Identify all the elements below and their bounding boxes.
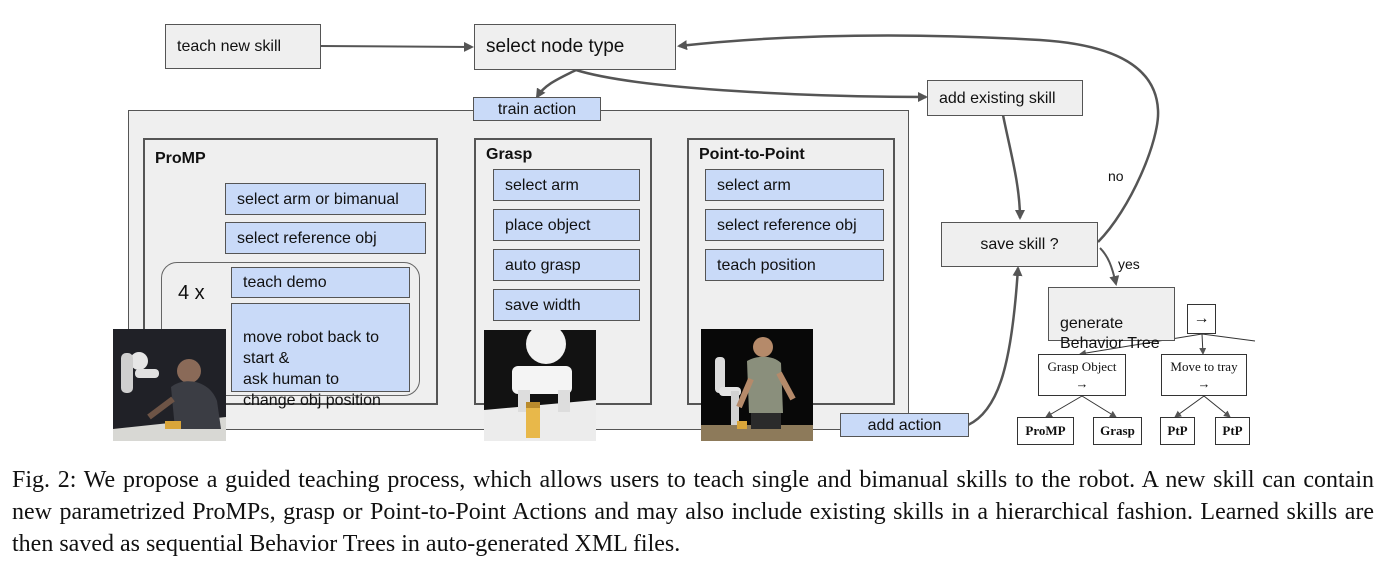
select-node-type-node: select node type — [474, 24, 676, 70]
grasp-step-place-object: place object — [493, 209, 640, 241]
sequence-arrow-icon: → — [1197, 376, 1211, 391]
photo-promp-demo — [113, 329, 226, 441]
no-label: no — [1108, 168, 1124, 184]
teach-new-skill-node: teach new skill — [165, 24, 321, 69]
arrow-teach-to-select — [319, 41, 474, 52]
arrow-select-to-train — [535, 68, 577, 99]
add-existing-skill-label: add existing skill — [939, 89, 1056, 107]
promp-title: ProMP — [155, 150, 206, 167]
promp-step-select-arm: select arm or bimanual — [225, 183, 426, 215]
promp-loop-teach-demo: teach demo — [231, 267, 410, 298]
arrow-select-to-existing — [575, 68, 928, 102]
ptp-title: Point-to-Point — [699, 146, 805, 163]
arrow-save-no-loop — [677, 34, 1160, 243]
sequence-arrow-icon: → — [1193, 310, 1210, 327]
select-node-type-label: select node type — [486, 36, 625, 57]
grasp-step-auto-grasp: auto grasp — [493, 249, 640, 281]
promp-step-select-reference: select reference obj — [225, 222, 426, 254]
yes-label: yes — [1118, 256, 1140, 272]
add-action-node: add action — [840, 413, 969, 437]
add-action-label: add action — [867, 416, 942, 434]
grasp-step-select-arm: select arm — [493, 169, 640, 201]
sequence-arrow-icon: → — [1075, 376, 1089, 391]
arrow-addaction-to-save — [967, 266, 1023, 427]
generate-behavior-tree-node: generate Behavior Tree — [1048, 287, 1175, 352]
photo-ptp-demo — [701, 329, 813, 441]
tree-root-sequence: → — [1187, 304, 1216, 334]
tree-node-grasp-object: Grasp Object → — [1038, 354, 1126, 396]
figure-caption: Fig. 2: We propose a guided teaching pro… — [12, 467, 1374, 557]
save-skill-node: save skill ? — [941, 222, 1098, 267]
tree-leaf-promp: ProMP — [1017, 417, 1074, 445]
ptp-step-teach-position: teach position — [705, 249, 884, 281]
arrow-existing-to-save — [1001, 114, 1025, 220]
generate-behavior-tree-label: generate Behavior Tree — [1060, 315, 1160, 352]
train-action-node: train action — [473, 97, 601, 121]
promp-repeat-label: 4 x — [178, 282, 205, 304]
train-action-label: train action — [497, 100, 577, 118]
save-skill-label: save skill ? — [980, 236, 1059, 253]
tree-leaf-ptp-2: PtP — [1215, 417, 1250, 445]
grasp-title: Grasp — [486, 146, 533, 163]
add-existing-skill-node: add existing skill — [927, 80, 1083, 116]
promp-loop-move-robot-back: move robot back to start & ask human to … — [231, 303, 410, 409]
arrow-save-yes — [1099, 247, 1120, 286]
tree-node-move-to-tray: Move to tray → — [1161, 354, 1247, 396]
tree-leaf-ptp-1: PtP — [1160, 417, 1195, 445]
tree-edges — [1045, 333, 1256, 418]
ptp-step-select-reference: select reference obj — [705, 209, 884, 241]
ptp-step-select-arm: select arm — [705, 169, 884, 201]
teach-new-skill-label: teach new skill — [177, 38, 282, 55]
grasp-step-save-width: save width — [493, 289, 640, 321]
tree-leaf-grasp: Grasp — [1093, 417, 1142, 445]
photo-grasp-demo — [484, 330, 596, 441]
